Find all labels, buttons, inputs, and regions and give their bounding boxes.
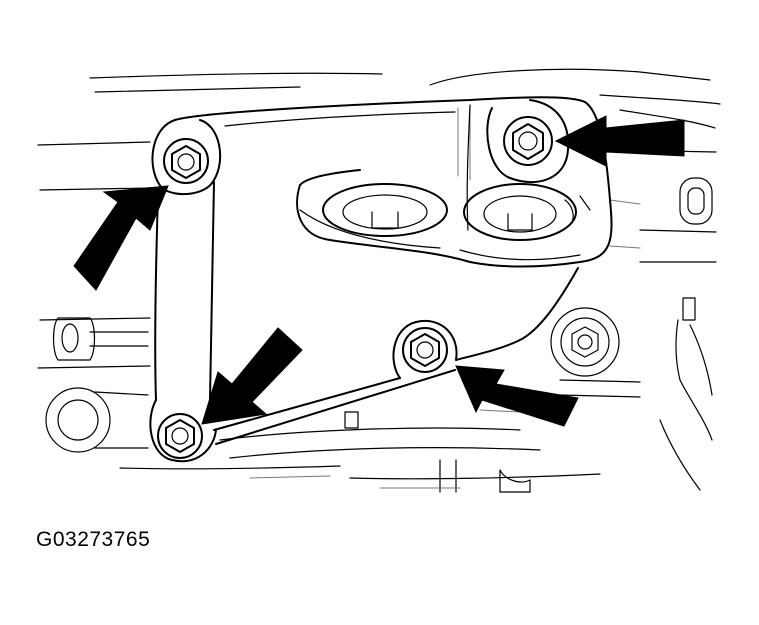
arrow-lower-left-icon [201, 327, 303, 425]
arrow-middle-icon [455, 365, 579, 427]
bolt-middle-icon [402, 327, 448, 373]
bolt-lower-left-icon [157, 413, 203, 459]
figure-id: G03273765 [36, 528, 151, 551]
mount-bracket [149, 96, 613, 463]
arrow-upper-left-icon [73, 185, 169, 291]
bolt-upper-left-icon [163, 138, 209, 184]
engine-background [37, 68, 721, 493]
arrow-upper-right-icon [554, 115, 685, 167]
bolt-upper-right-icon [503, 116, 553, 166]
